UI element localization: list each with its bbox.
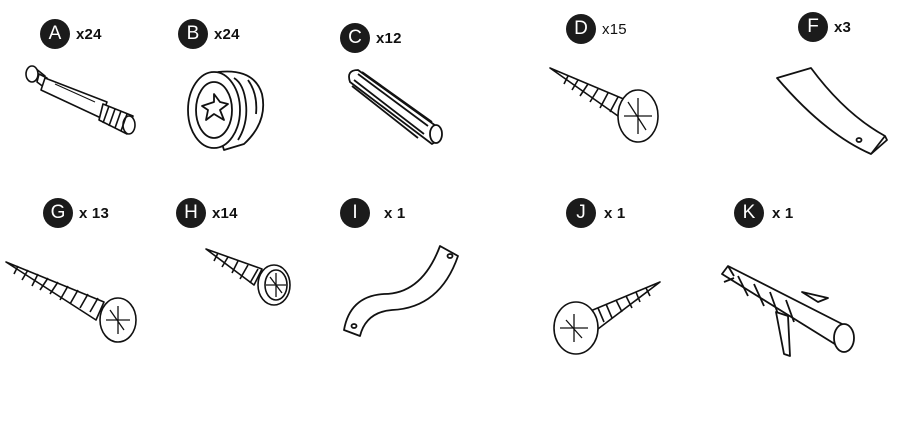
part-B-quantity: x24 [214,25,240,43]
part-A-badge: A [40,19,70,49]
truss-head-screw-icon [548,278,664,358]
part-D-label: D x15 [566,14,627,44]
part-F-badge: F [798,12,828,42]
part-G-quantity: x 13 [79,204,109,222]
part-H-label: H x14 [176,198,238,228]
wall-anchor-icon [718,262,868,362]
part-I-quantity: x 1 [384,204,406,222]
part-G-badge: G [43,198,73,228]
part-K-quantity: x 1 [772,204,794,222]
part-D-badge: D [566,14,596,44]
part-C-quantity: x12 [376,29,402,47]
long-screw-icon [4,254,140,344]
part-A-label: A x24 [40,19,102,49]
part-J-quantity: x 1 [604,204,626,222]
part-C-badge: C [340,23,370,53]
part-B-label: B x24 [178,19,240,49]
cam-lock-icon [184,64,269,154]
part-J-label: J x 1 [566,198,625,228]
pan-head-screw-icon [204,245,294,310]
curved-bracket-icon [775,64,895,159]
part-K-badge: K [734,198,764,228]
flat-head-screw-icon [548,62,668,147]
part-K-label: K x 1 [734,198,793,228]
part-I-badge: I [340,198,370,228]
part-G-label: G x 13 [43,198,109,228]
part-H-badge: H [176,198,206,228]
part-I-label: I x 1 [340,198,405,228]
part-A-quantity: x24 [76,25,102,43]
s-strap-icon [336,242,466,342]
part-C-label: C x12 [340,23,402,53]
part-H-quantity: x14 [212,204,238,222]
part-J-badge: J [566,198,596,228]
wooden-dowel-icon [340,64,450,154]
part-B-badge: B [178,19,208,49]
part-D-quantity: x15 [602,20,627,38]
part-F-quantity: x3 [834,18,852,36]
cam-bolt-icon [15,60,145,140]
part-F-label: F x3 [798,12,851,42]
